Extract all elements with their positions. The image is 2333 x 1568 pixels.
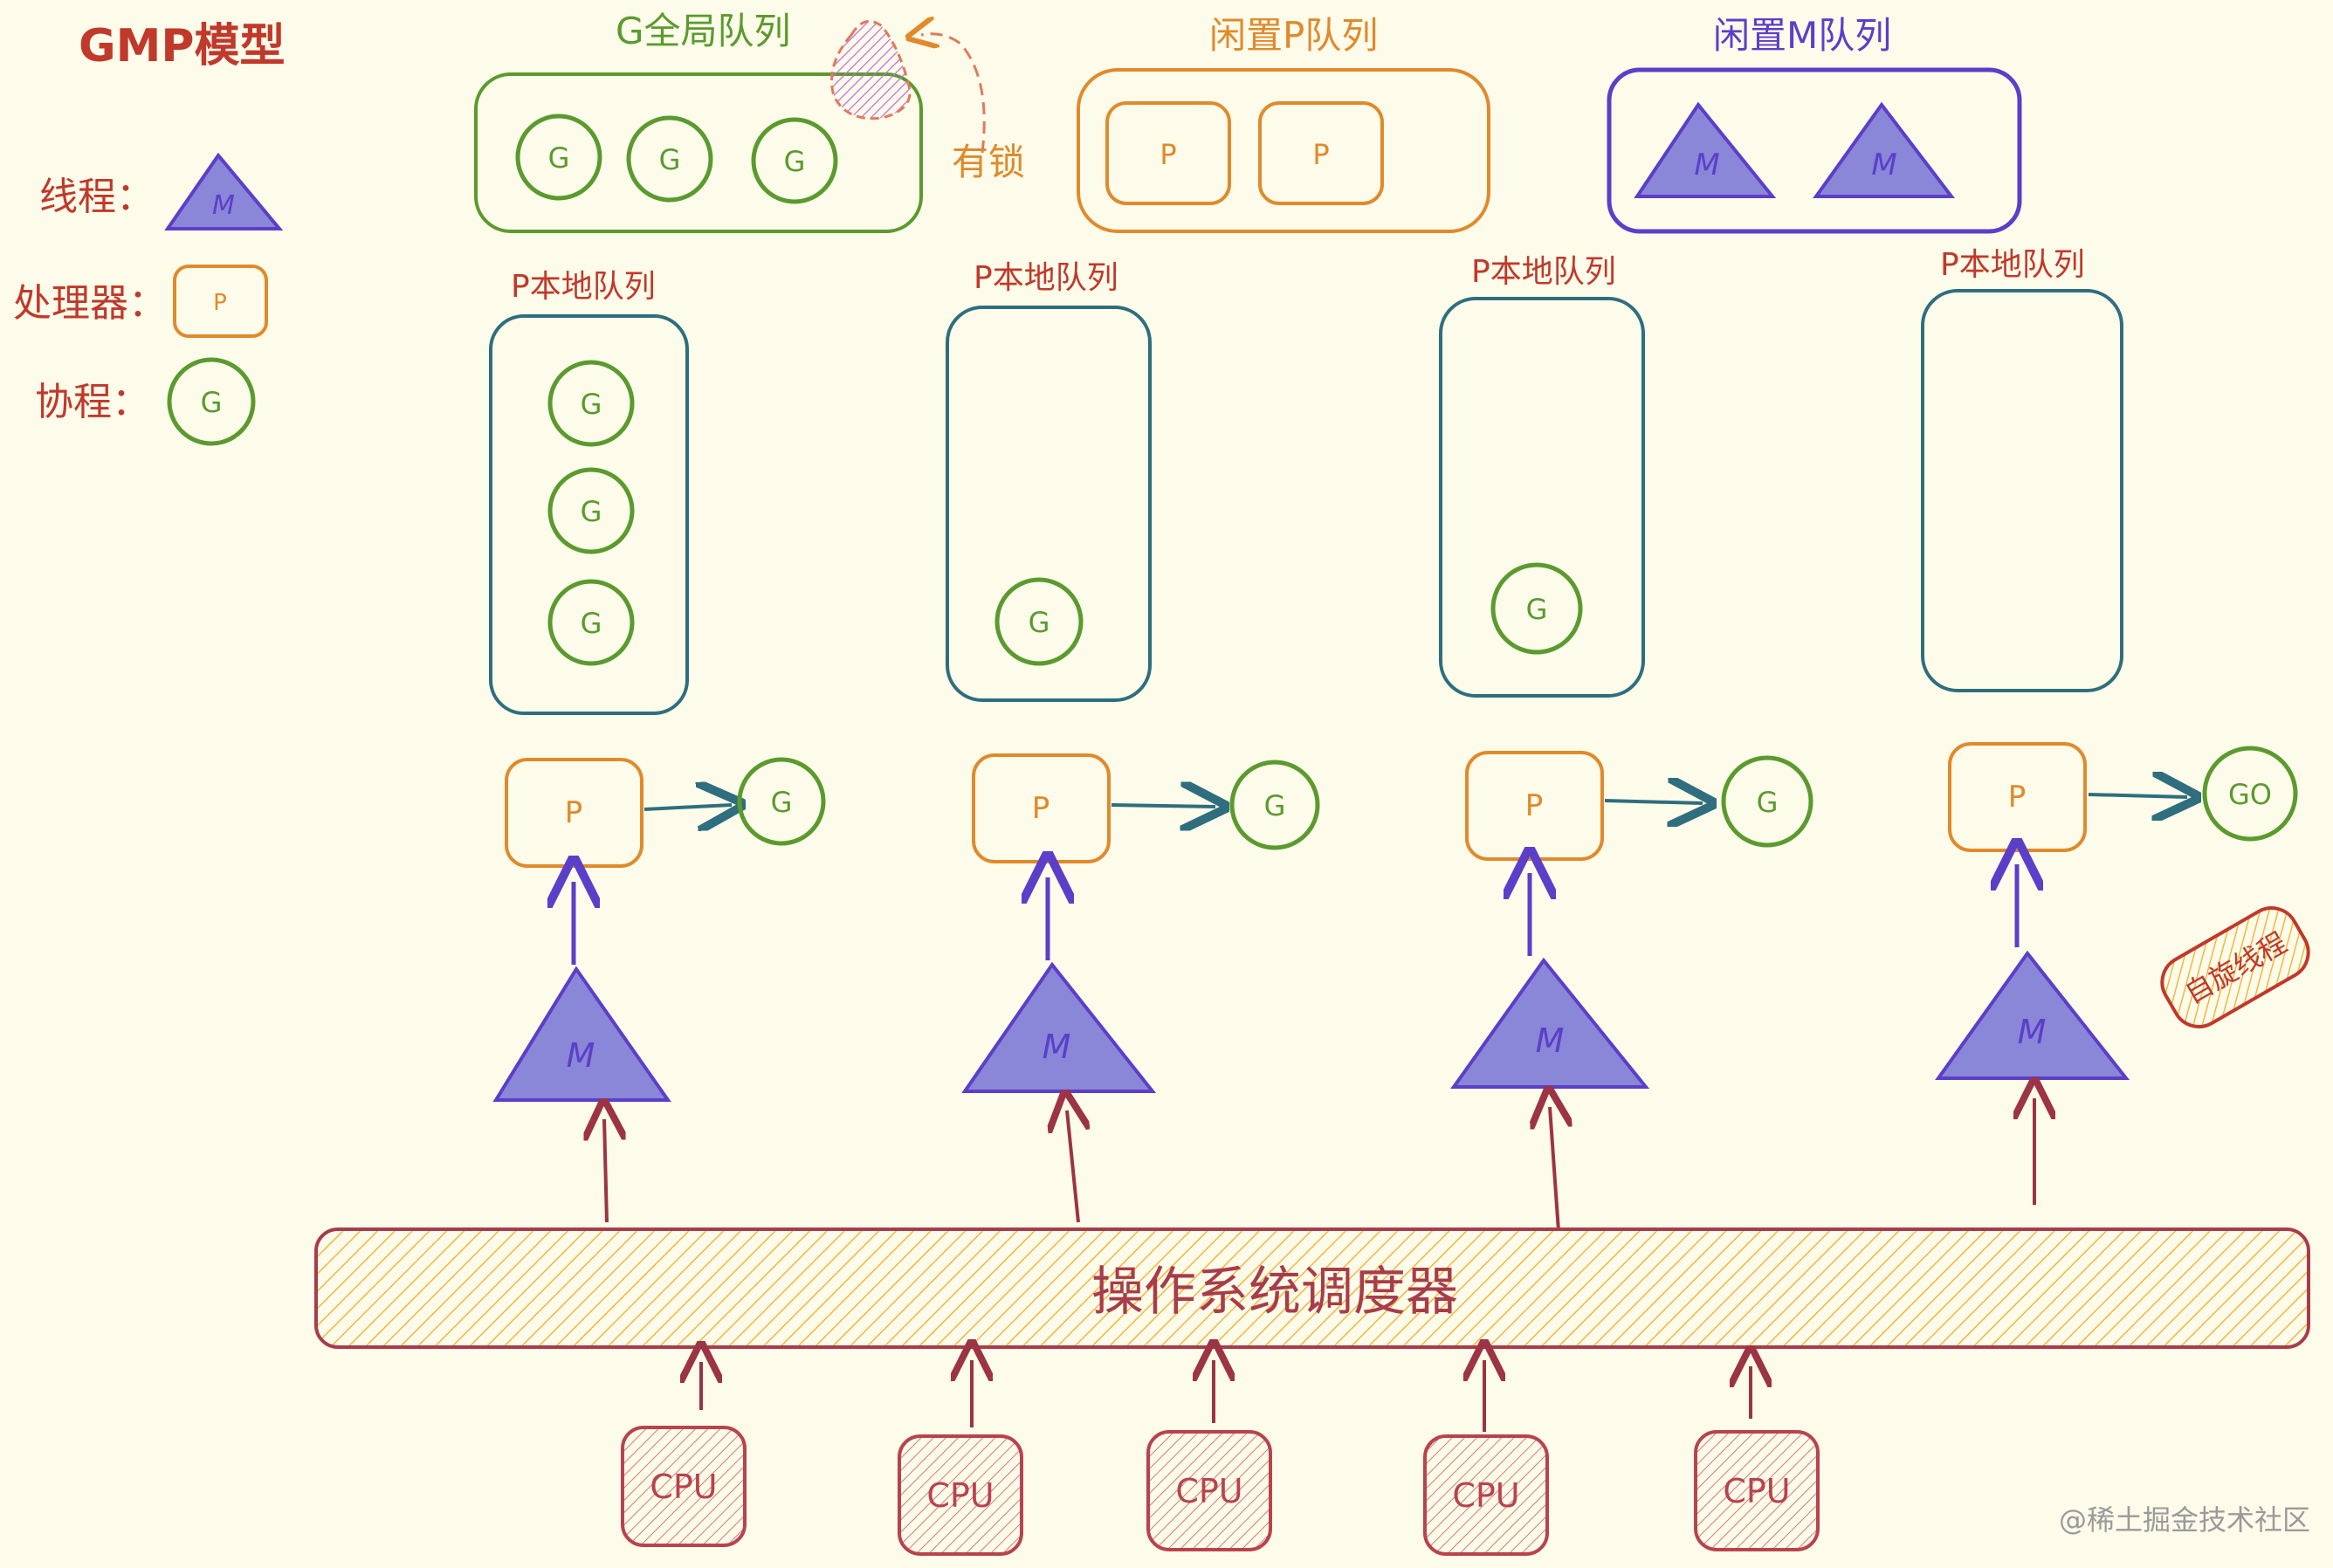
global-queue-label: G全局队列 bbox=[616, 10, 791, 52]
spin-thread-badge: 自旋线程 bbox=[2160, 906, 2310, 1028]
lock-label: 有锁 bbox=[952, 141, 1025, 183]
legend-thread-label: 线程： bbox=[39, 175, 155, 219]
p-2: P bbox=[972, 753, 1111, 863]
svg-text:G: G bbox=[581, 388, 602, 421]
idle-m-queue-box bbox=[1607, 67, 2022, 234]
svg-text:M: M bbox=[1871, 148, 1896, 182]
local-queue-1 bbox=[489, 314, 689, 715]
svg-text:CPU: CPU bbox=[1723, 1472, 1790, 1510]
local-queue-1-g3: G bbox=[547, 579, 635, 666]
svg-text:CPU: CPU bbox=[1452, 1476, 1519, 1515]
local-queue-label-1: P本地队列 bbox=[511, 269, 656, 305]
svg-text:M: M bbox=[567, 1036, 595, 1075]
svg-text:P: P bbox=[1032, 791, 1050, 826]
svg-text:P: P bbox=[213, 290, 227, 316]
lock-icon bbox=[830, 21, 986, 154]
idle-m1: M bbox=[1634, 101, 1777, 198]
cpu-2: CPU bbox=[898, 1434, 1023, 1556]
p-4-to-g-arrow bbox=[2088, 794, 2187, 797]
local-queue-label-2: P本地队列 bbox=[974, 260, 1118, 296]
svg-text:G: G bbox=[1757, 786, 1779, 819]
p-3: P bbox=[1465, 751, 1604, 861]
p-2-to-g-arrow bbox=[1111, 805, 1215, 807]
legend-thread-icon: M bbox=[164, 152, 284, 230]
p-1: P bbox=[505, 758, 643, 868]
running-g-2: G bbox=[1229, 760, 1320, 850]
p-4: P bbox=[1948, 742, 2087, 852]
running-g-1: G bbox=[737, 757, 826, 846]
idle-m-queue-label: 闲置M队列 bbox=[1713, 14, 1891, 57]
svg-text:G: G bbox=[784, 145, 806, 178]
cpu-3: CPU bbox=[1146, 1430, 1272, 1551]
svg-text:P: P bbox=[1160, 138, 1176, 171]
local-queue-3-g1: G bbox=[1490, 562, 1583, 655]
svg-text:P: P bbox=[1525, 788, 1544, 823]
svg-text:M: M bbox=[1694, 148, 1719, 182]
svg-text:P: P bbox=[2008, 780, 2027, 815]
p-1-to-g-arrow bbox=[643, 805, 732, 809]
local-queue-label-3: P本地队列 bbox=[1471, 254, 1616, 290]
cpu-1: CPU bbox=[621, 1426, 747, 1547]
cpu-5: CPU bbox=[1694, 1430, 1820, 1551]
svg-text:CPU: CPU bbox=[1175, 1472, 1242, 1510]
svg-text:G: G bbox=[1029, 606, 1050, 639]
svg-text:G: G bbox=[581, 607, 602, 640]
svg-text:G: G bbox=[581, 495, 602, 528]
legend-processor-icon: P bbox=[173, 265, 268, 338]
cpu-4: CPU bbox=[1423, 1434, 1549, 1556]
svg-text:M: M bbox=[2018, 1013, 2047, 1051]
scheduler-to-m-3-arrow bbox=[1550, 1107, 1559, 1232]
scheduler-to-m-2-arrow bbox=[1067, 1111, 1078, 1223]
svg-text:CPU: CPU bbox=[650, 1468, 717, 1506]
os-scheduler-label: 操作系统调度器 bbox=[1091, 1262, 1458, 1323]
svg-text:G: G bbox=[1264, 789, 1286, 822]
local-queue-2 bbox=[946, 306, 1152, 702]
watermark: @稀土掘金技术社区 bbox=[2059, 1503, 2310, 1537]
idle-p-queue-label: 闲置P队列 bbox=[1209, 14, 1378, 57]
global-queue-g3: G bbox=[751, 117, 838, 204]
legend-processor-label: 处理器： bbox=[13, 281, 167, 326]
running-g-3: G bbox=[1721, 755, 1813, 848]
svg-text:G: G bbox=[201, 386, 223, 419]
idle-m2: M bbox=[1813, 101, 1956, 198]
svg-text:G: G bbox=[1526, 593, 1548, 626]
svg-text:GO: GO bbox=[2228, 778, 2272, 811]
m-4: M bbox=[1935, 950, 2130, 1080]
m-3: M bbox=[1450, 957, 1650, 1089]
legend-coroutine-label: 协程： bbox=[35, 380, 150, 424]
local-queue-1-g1: G bbox=[547, 360, 635, 447]
idle-p2: P bbox=[1258, 101, 1384, 205]
local-queue-1-g2: G bbox=[547, 467, 635, 554]
idle-p-queue-box bbox=[1077, 68, 1490, 233]
diagram-title: GMP模型 bbox=[79, 20, 286, 72]
svg-text:M: M bbox=[1043, 1028, 1071, 1066]
global-queue-g1: G bbox=[515, 113, 602, 201]
svg-text:G: G bbox=[659, 143, 681, 176]
svg-text:CPU: CPU bbox=[926, 1476, 994, 1515]
legend-coroutine-icon: G bbox=[167, 357, 256, 446]
svg-text:G: G bbox=[548, 141, 570, 175]
m-2: M bbox=[961, 961, 1157, 1093]
m-1: M bbox=[492, 966, 671, 1102]
svg-text:M: M bbox=[1536, 1021, 1565, 1060]
p-3-to-g-arrow bbox=[1604, 801, 1703, 803]
svg-text:M: M bbox=[212, 190, 235, 221]
svg-text:G: G bbox=[771, 786, 793, 819]
local-queue-4 bbox=[1921, 289, 2123, 692]
svg-text:P: P bbox=[1312, 138, 1329, 171]
local-queue-3 bbox=[1439, 297, 1645, 698]
local-queue-2-g1: G bbox=[994, 577, 1084, 666]
os-scheduler-bar bbox=[314, 1228, 2310, 1349]
scheduler-to-m-1-arrow bbox=[604, 1119, 607, 1223]
idle-p1: P bbox=[1105, 101, 1231, 205]
running-g-4: GO bbox=[2202, 746, 2298, 842]
global-queue-box bbox=[474, 72, 923, 233]
local-queue-label-4: P本地队列 bbox=[1940, 247, 2085, 283]
global-queue-g2: G bbox=[626, 115, 713, 203]
svg-text:P: P bbox=[565, 795, 583, 830]
